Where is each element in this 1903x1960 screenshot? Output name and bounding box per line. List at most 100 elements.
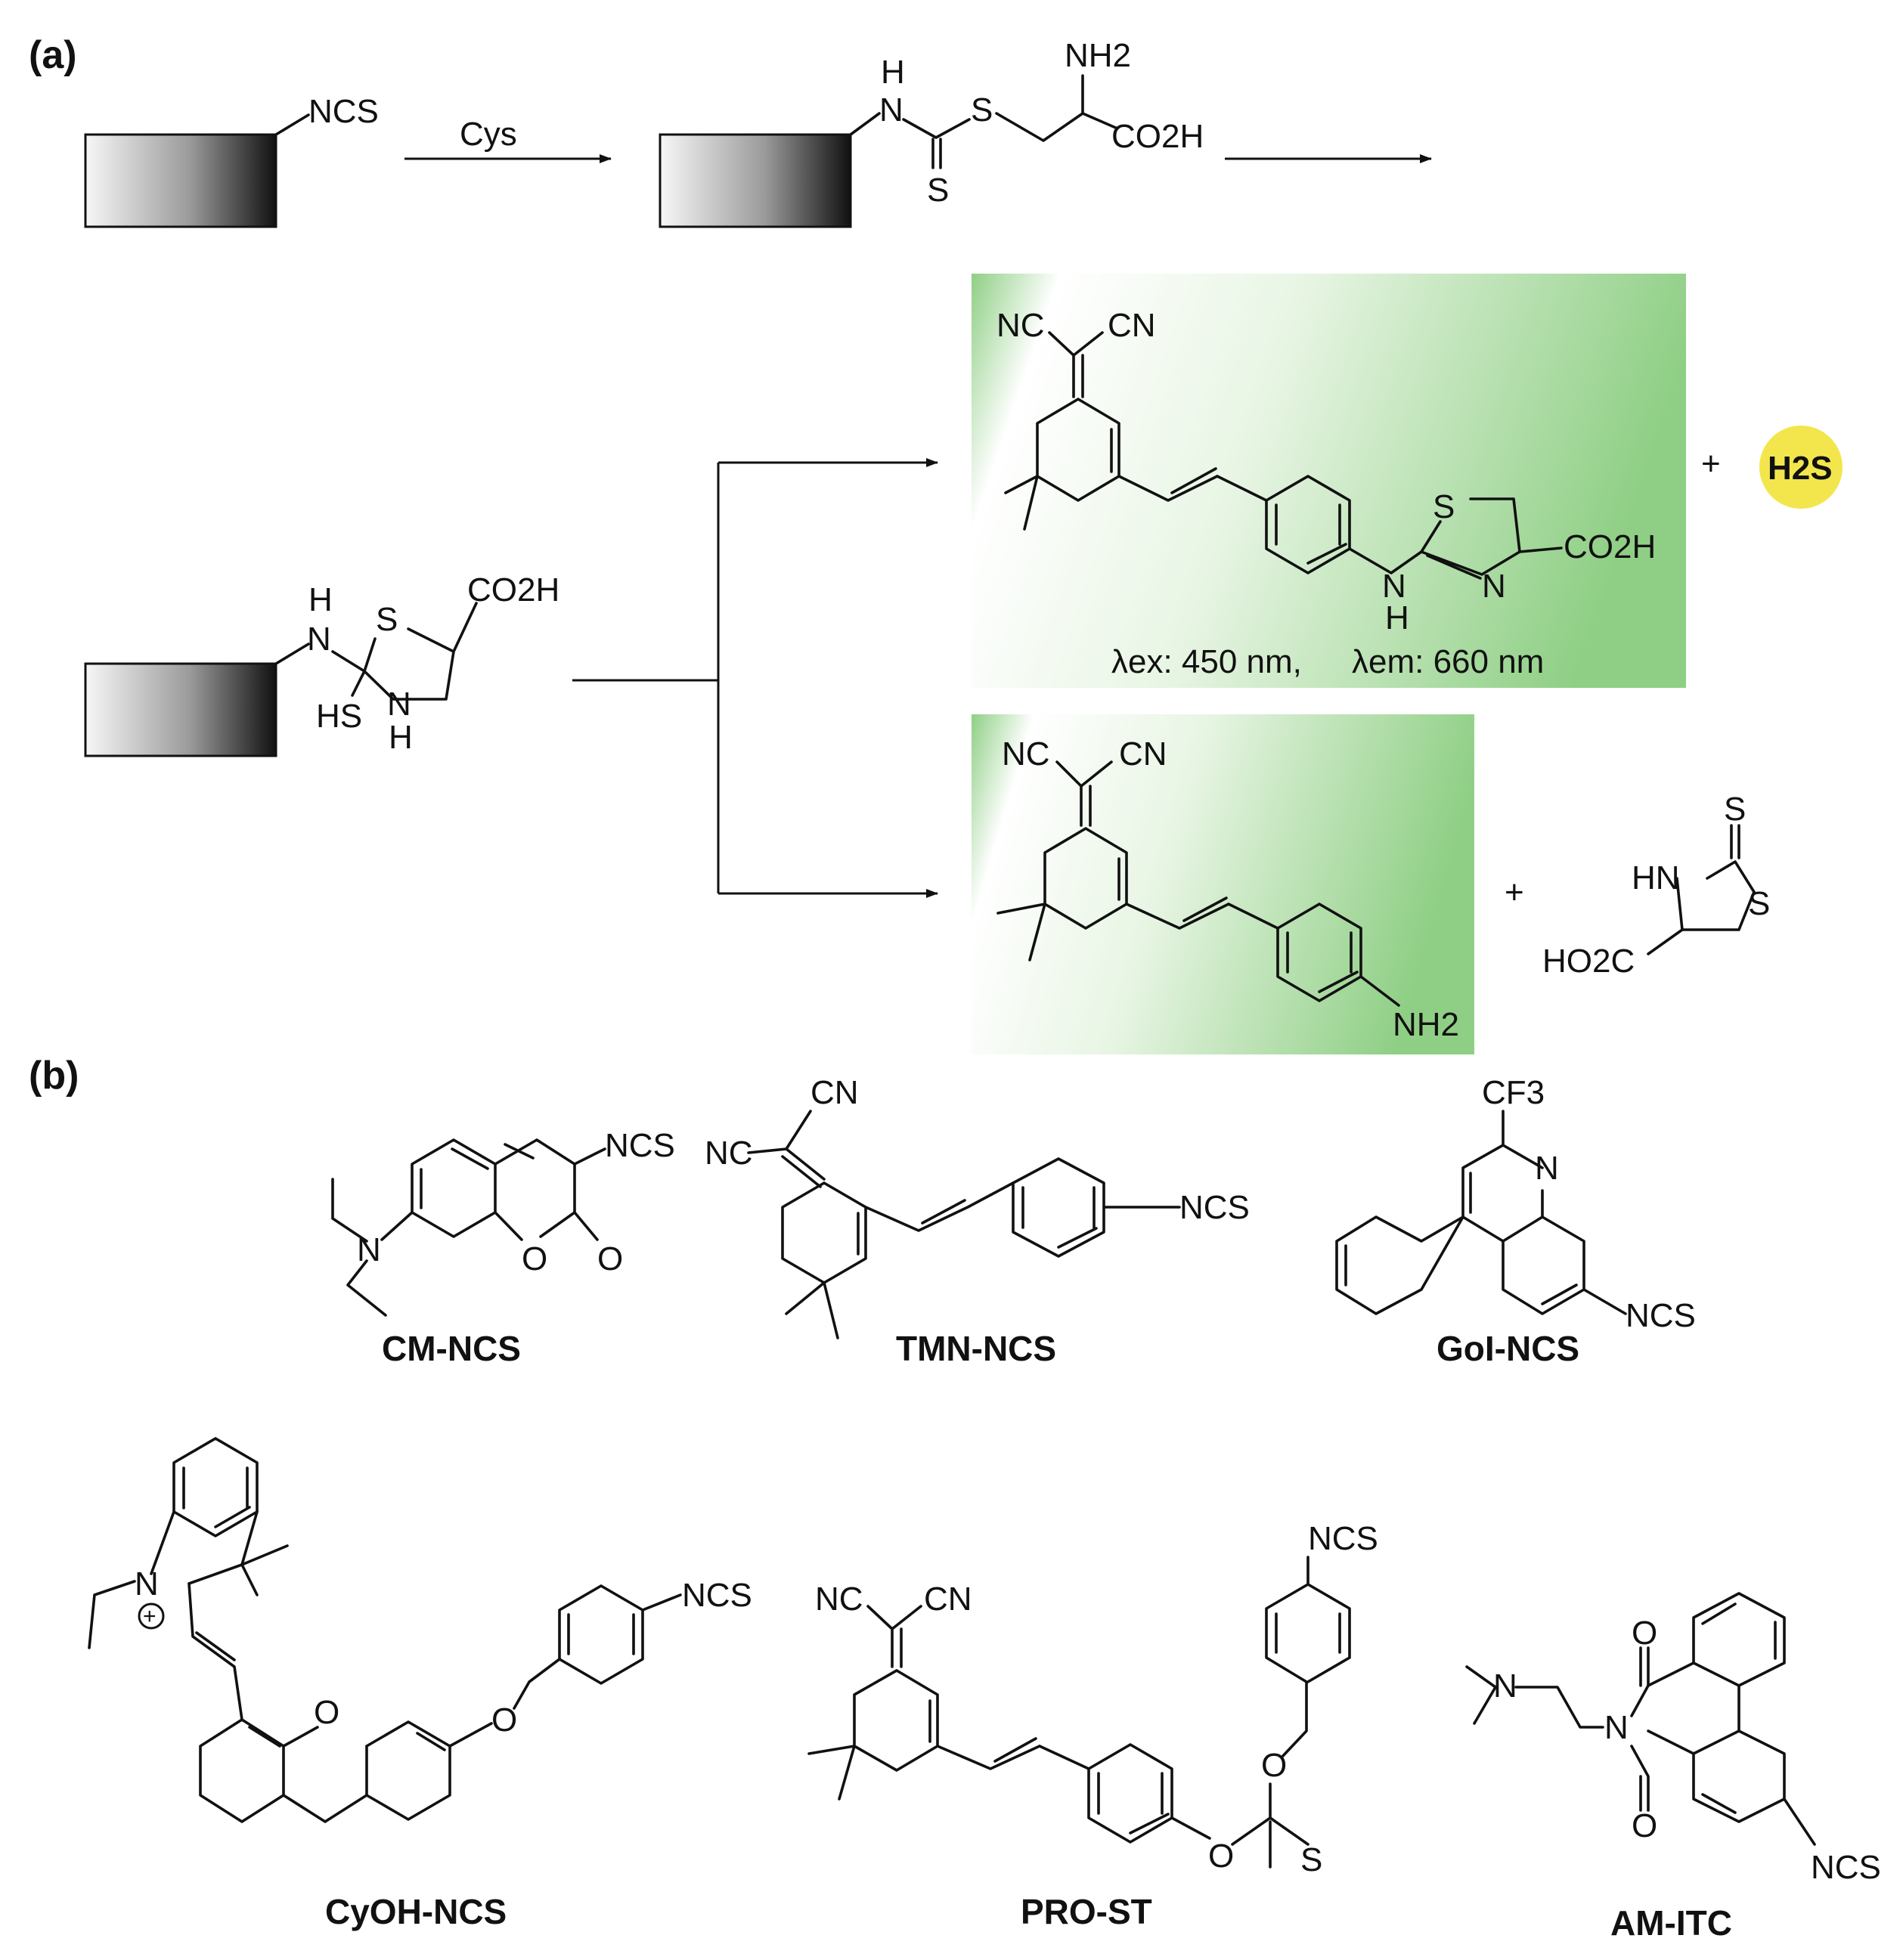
cf3-label: CF3 — [1482, 1074, 1545, 1111]
s-label: S — [971, 91, 993, 128]
ncs-label: NCS — [1179, 1189, 1250, 1226]
indole-benzene — [172, 1437, 259, 1537]
bond — [864, 1181, 1015, 1232]
ring — [1276, 903, 1400, 1007]
cn-label: CN — [810, 1074, 859, 1111]
compound-name-cm-ncs: CM-NCS — [382, 1329, 521, 1368]
nc-label: NC — [815, 1581, 863, 1618]
bond — [936, 1737, 1090, 1770]
n-label: N — [1493, 1667, 1517, 1705]
o-label: O — [522, 1240, 547, 1277]
bond — [1048, 331, 1104, 398]
xanthene-rings — [199, 1718, 368, 1823]
bond — [995, 74, 1119, 142]
plus-sign-1: + — [1701, 445, 1721, 482]
bond — [1231, 1782, 1309, 1869]
bond — [274, 642, 310, 665]
solid-support-3 — [84, 662, 277, 757]
compound-pro-st: NC CN O O S NCS PRO-ST — [807, 1520, 1378, 1931]
s-label: S — [1724, 791, 1746, 828]
h-label: H — [881, 54, 905, 91]
nc-label: NC — [705, 1135, 753, 1172]
ncs-label: NCS — [1811, 1849, 1881, 1886]
bond — [1647, 928, 1684, 955]
panel-a-label: (a) — [29, 33, 77, 77]
solid-support-2 — [659, 133, 852, 228]
ring — [1087, 1743, 1211, 1844]
phenyl-ring — [1335, 1215, 1464, 1315]
reagent-cys: Cys — [460, 116, 517, 153]
cn-label: CN — [1108, 307, 1156, 344]
plus-charge-circle — [138, 1602, 165, 1630]
compound-am-itc: N N O O NCS AM-ITC — [1465, 1592, 1881, 1943]
n-label: N — [1604, 1709, 1629, 1746]
co2h-label: CO2H — [1564, 528, 1656, 565]
bond — [747, 1110, 826, 1188]
bond — [573, 1147, 606, 1241]
coumarin-rings — [411, 1138, 576, 1241]
lambda-em: λem: 660 nm — [1352, 643, 1544, 680]
compound-name-tmn-ncs: TMN-NCS — [896, 1329, 1056, 1368]
ring — [781, 1181, 867, 1339]
nc-label: NC — [1002, 735, 1050, 773]
compound-name-pro-st: PRO-ST — [1021, 1892, 1152, 1931]
ring — [1461, 1110, 1544, 1243]
n-label: N — [879, 91, 903, 128]
h-label: H — [389, 719, 413, 756]
s-label: S — [1433, 488, 1455, 525]
ring — [1004, 398, 1120, 531]
ring — [996, 827, 1128, 961]
bond — [902, 118, 971, 139]
s-label: S — [1748, 885, 1770, 922]
compound-cm-ncs: NCS O O N CM-NCS — [331, 1127, 675, 1368]
s-label: S — [1300, 1841, 1322, 1878]
bond — [331, 602, 478, 701]
cn-label: CN — [924, 1581, 972, 1618]
o-label: O — [314, 1694, 339, 1731]
bond — [1125, 896, 1279, 930]
n-label: N — [387, 686, 411, 723]
s-label: S — [927, 172, 949, 209]
co2h-label: CO2H — [1111, 118, 1204, 155]
bond — [1348, 547, 1423, 574]
compound-tmn-ncs: CN NC NCS TMN-NCS — [705, 1074, 1250, 1368]
branch-line — [572, 463, 720, 893]
ncs-label-1: NCS — [308, 93, 379, 130]
naphthalimide-rings — [1647, 1592, 1816, 1846]
h2s-label: H2S — [1768, 450, 1833, 487]
ring — [1012, 1157, 1181, 1258]
o-label: O — [1261, 1747, 1287, 1784]
ncs-label: NCS — [1626, 1297, 1696, 1334]
n-label: N — [1382, 568, 1406, 605]
product-box-1 — [972, 274, 1686, 688]
compound-name-cyoh-ncs: CyOH-NCS — [325, 1892, 507, 1931]
lambda-ex: λex: 450 nm, — [1111, 643, 1302, 680]
bond — [1465, 1665, 1604, 1729]
cn-label: CN — [1119, 735, 1167, 773]
benzyl — [1265, 1556, 1351, 1759]
indole-ring — [150, 1510, 289, 1596]
compound-name-goi-ncs: GoI-NCS — [1437, 1329, 1579, 1368]
xanthene-benzene — [365, 1720, 493, 1821]
panel-b-label: (b) — [29, 1054, 79, 1098]
ncs-label: NCS — [1308, 1520, 1378, 1557]
ncs-label: NCS — [605, 1127, 675, 1164]
bond — [274, 113, 310, 136]
nh2-label: NH2 — [1393, 1006, 1459, 1043]
n-label: N — [1482, 568, 1506, 605]
o-label: O — [1632, 1807, 1657, 1844]
bond — [849, 112, 881, 136]
nc-label: NC — [996, 307, 1045, 344]
o-label: O — [597, 1240, 623, 1277]
n-label: N — [357, 1231, 381, 1268]
imide — [1630, 1646, 1650, 1812]
nh2-label: NH2 — [1065, 37, 1131, 74]
co2h-label: CO2H — [467, 571, 559, 608]
solid-support-1 — [84, 133, 277, 228]
bond — [331, 1178, 414, 1317]
plus-charge: + — [143, 1604, 157, 1629]
ring — [1675, 824, 1756, 931]
ring — [807, 1669, 939, 1801]
hn-label: HN — [1632, 859, 1680, 896]
